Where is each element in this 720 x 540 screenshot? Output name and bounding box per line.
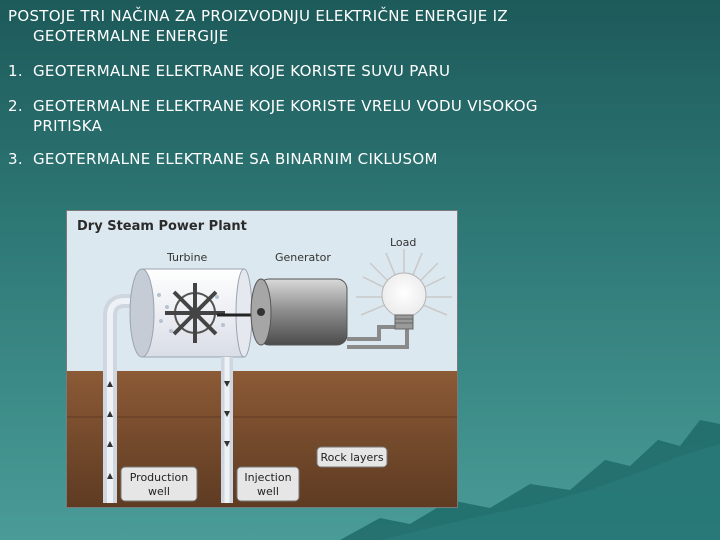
list-number: 3.	[8, 150, 23, 168]
slide-title-line1: POSTOJE TRI NAČINA ZA PROIZVODNJU ELEKTR…	[8, 7, 508, 25]
list-text-line2: PRITISKA	[33, 117, 103, 135]
list-text: GEOTERMALNE ELEKTRANE KOJE KORISTE VRELU…	[33, 97, 538, 115]
diagram-svg: Dry Steam Power Plant Turbine Generator …	[67, 211, 457, 507]
svg-text:Rock layers: Rock layers	[320, 451, 383, 464]
list-item: 3. GEOTERMALNE ELEKTRANE SA BINARNIM CIK…	[8, 149, 708, 169]
method-list: 1. GEOTERMALNE ELEKTRANE KOJE KORISTE SU…	[8, 61, 708, 169]
rock-layers-label: Rock layers	[316, 446, 388, 468]
list-number: 2.	[8, 97, 23, 115]
svg-text:well: well	[257, 485, 279, 498]
dry-steam-diagram: Dry Steam Power Plant Turbine Generator …	[66, 210, 458, 508]
flow-arrows	[107, 381, 230, 479]
turbine-blades-icon	[165, 283, 225, 343]
light-bulb-icon	[356, 249, 452, 330]
list-number: 1.	[8, 62, 23, 80]
turbine	[129, 268, 253, 358]
list-item: 1. GEOTERMALNE ELEKTRANE KOJE KORISTE SU…	[8, 61, 708, 81]
svg-text:well: well	[148, 485, 170, 498]
turbine-label: Turbine	[166, 251, 208, 264]
injection-well-label: Injection well	[236, 466, 300, 502]
list-text: GEOTERMALNE ELEKTRANE KOJE KORISTE SUVU …	[33, 62, 451, 80]
slide-title: POSTOJE TRI NAČINA ZA PROIZVODNJU ELEKTR…	[8, 6, 708, 46]
slide-text: POSTOJE TRI NAČINA ZA PROIZVODNJU ELEKTR…	[8, 6, 708, 169]
diagram-title: Dry Steam Power Plant	[77, 219, 247, 234]
list-item: 2. GEOTERMALNE ELEKTRANE KOJE KORISTE VR…	[8, 96, 708, 136]
mountain-decoration	[340, 420, 720, 540]
steam-pipe	[103, 294, 145, 503]
slide-title-line2: GEOTERMALNE ENERGIJE	[33, 27, 229, 45]
svg-text:Injection: Injection	[244, 471, 291, 484]
generator	[250, 278, 348, 346]
load-label: Load	[390, 236, 416, 249]
generator-label: Generator	[275, 251, 331, 264]
svg-text:Production: Production	[130, 471, 189, 484]
list-text: GEOTERMALNE ELEKTRANE SA BINARNIM CIKLUS…	[33, 150, 438, 168]
production-well-label: Production well	[120, 466, 198, 502]
load-wires	[347, 325, 409, 349]
